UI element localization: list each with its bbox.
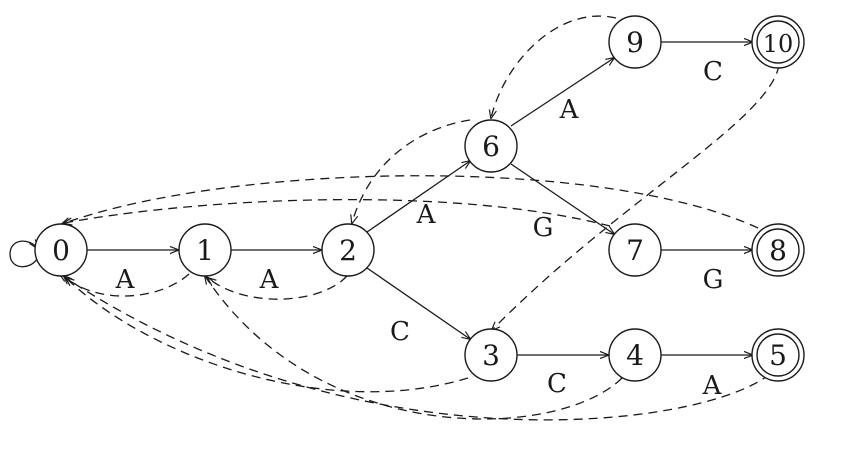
transition-label-1-2: A [259,265,280,295]
self-loop-0 [9,241,37,268]
state-2: 2 [321,223,375,277]
failure-link-6-2 [352,119,471,223]
state-label-4: 4 [626,339,644,372]
transition-label-6-7: G [533,213,554,243]
failure-link-5-0 [60,274,771,421]
state-1: 1 [178,223,232,277]
state-label-7: 7 [626,234,644,267]
transition-label-2-6: A [416,200,437,230]
failure-link-10-3 [492,64,780,330]
state-label-3: 3 [482,339,500,372]
state-label-9: 9 [626,26,644,59]
failure-link-8-0 [62,175,759,229]
transition-6-7 [510,163,614,234]
state-10: 10 [751,15,805,69]
state-label-1: 1 [196,234,214,267]
transitions [87,42,752,355]
transition-label-3-4: C [547,369,567,399]
state-label-6: 6 [482,130,500,163]
failure-link-4-1 [205,276,623,420]
failure-link-9-6 [491,15,617,118]
state-8: 8 [751,223,805,277]
transition-2-6 [366,161,470,233]
states: 0 1 2 3 4 5 6 7 [34,15,805,382]
state-3: 3 [464,328,518,382]
transition-label-6-9: A [559,95,580,125]
failure-links [60,15,780,421]
transition-6-9 [510,58,614,127]
state-6: 6 [464,119,518,173]
failure-link-1-0 [66,273,190,297]
transition-label-4-5: A [702,371,723,401]
state-label-2: 2 [339,234,357,267]
transition-label-0-1: A [115,265,136,295]
state-label-8: 8 [769,234,787,267]
transition-label-9-10: C [703,57,723,87]
state-7: 7 [608,223,662,277]
state-5: 5 [751,328,805,382]
failure-link-7-0 [64,198,611,227]
failure-link-3-0 [64,276,469,393]
transition-2-3 [366,267,470,339]
transition-label-2-3: C [390,317,410,347]
state-9: 9 [608,15,662,69]
transition-label-7-8: G [703,265,724,295]
state-label-0: 0 [52,234,70,267]
state-4: 4 [608,328,662,382]
state-label-5: 5 [769,339,787,372]
state-label-10: 10 [763,30,794,58]
state-0: 0 [34,223,88,277]
transition-labels: A A A C A G C G C A [115,57,724,401]
